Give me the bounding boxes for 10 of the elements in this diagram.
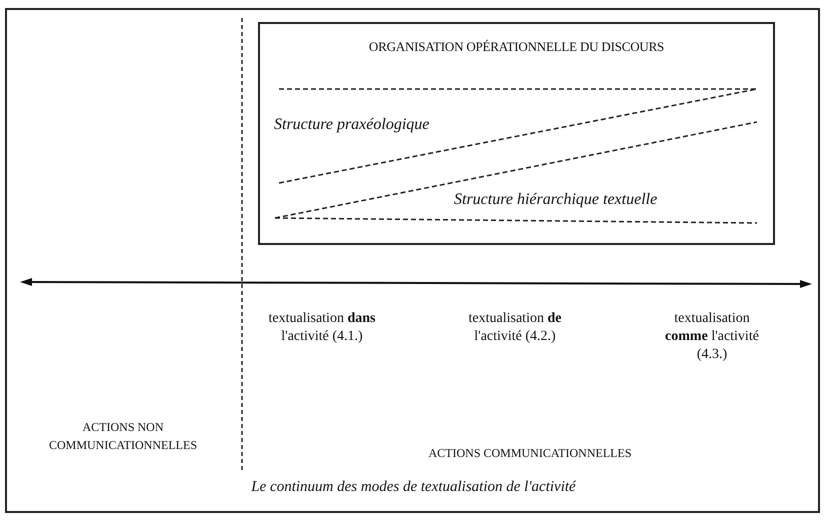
caption: Le continuum des modes de textualisation de l'activité: [250, 479, 578, 496]
structure-label: Structure praxéologique: [274, 116, 430, 134]
mode-label: textualisation comme l'activité (4.3.): [664, 310, 760, 364]
group-label: ACTIONS NON COMMUNICATIONNELLES: [48, 419, 198, 454]
group-label: ACTIONS COMMUNICATIONNELLES: [428, 445, 632, 462]
organisation-box: [258, 22, 775, 245]
mode-label: textualisation dans l'activité (4.1.): [268, 310, 376, 346]
box-heading: ORGANISATION OPÉRATIONNELLE DU DISCOURS: [368, 39, 666, 55]
mode-label: textualisation de l'activité (4.2.): [468, 310, 562, 346]
structure-label: Structure hiérarchique textuelle: [454, 191, 658, 209]
